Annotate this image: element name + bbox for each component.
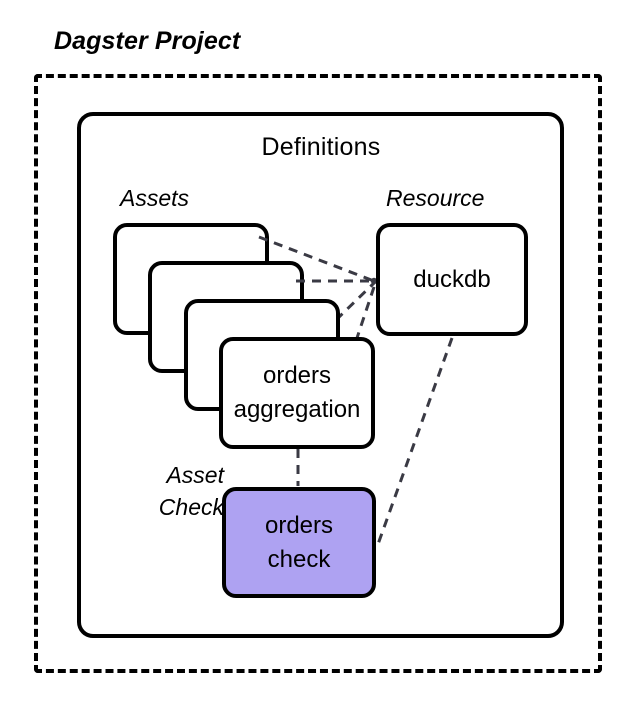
resource-caption: Resource [386,185,485,211]
asset-node-label-line2: aggregation [233,396,361,423]
project-title: Dagster Project [54,27,241,55]
assets-caption: Assets [120,185,190,211]
asset-check-node-orders-check[interactable]: orders check [222,487,376,598]
asset-check-node-label-line2: check [267,545,331,573]
asset-check-node-label-line1: orders [264,511,334,539]
asset-check-caption-line1: Asset [166,462,224,488]
definitions-title: Definitions [0,133,638,162]
asset-check-caption: Asset Check [96,459,224,523]
asset-check-caption-line2: Check [158,494,224,520]
resource-node-duckdb[interactable]: duckdb [376,223,528,336]
asset-node-label-line1: orders [262,362,332,389]
resource-node-label: duckdb [413,265,491,293]
project-boundary-dashed [34,74,602,673]
asset-node-orders-aggregation[interactable]: orders aggregation [219,337,375,449]
definitions-title-text: Definitions [261,133,381,161]
